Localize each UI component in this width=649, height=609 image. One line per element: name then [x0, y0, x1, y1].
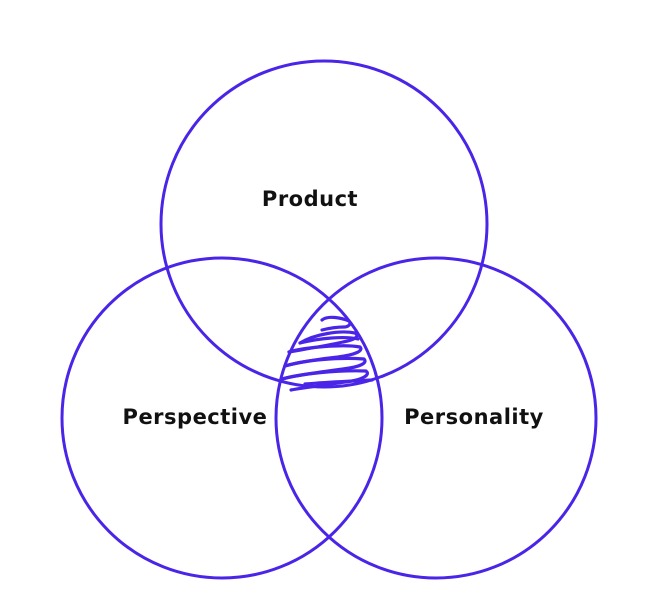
circle-left — [60, 256, 384, 580]
label-perspective: Perspective — [123, 405, 268, 429]
label-personality: Personality — [404, 405, 544, 429]
label-product: Product — [262, 187, 358, 211]
circle-right — [274, 256, 598, 580]
center-scribble — [280, 315, 374, 392]
circle-top — [159, 59, 489, 389]
